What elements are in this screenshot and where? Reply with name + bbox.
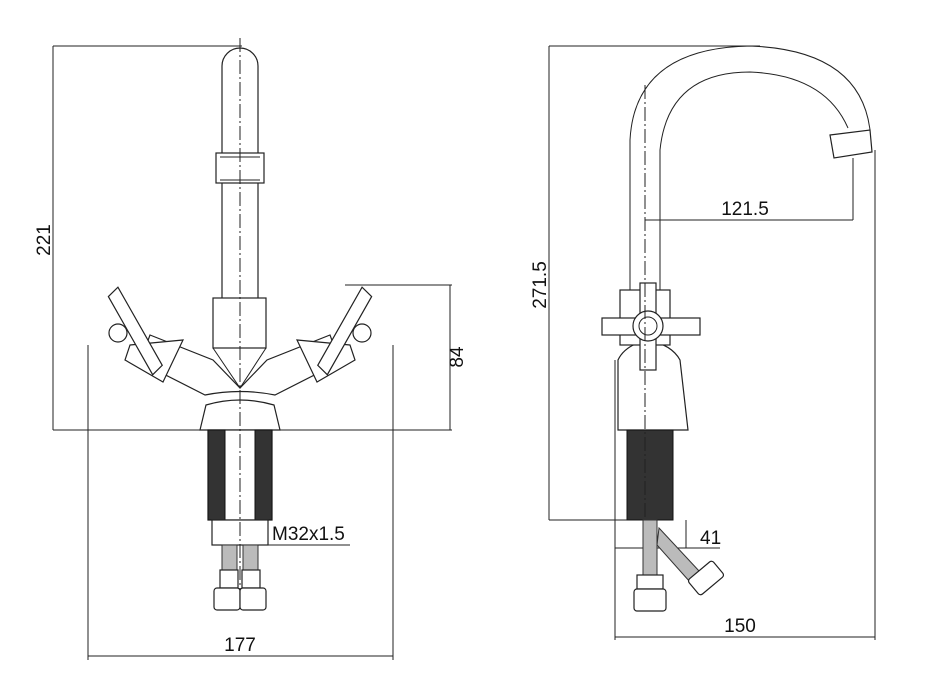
side-dimension-lines [548, 45, 876, 640]
right-handle [296, 286, 373, 383]
side-view: 271.5 121.5 41 150 [530, 45, 876, 640]
front-width-label: 177 [224, 635, 256, 656]
front-height-label: 221 [34, 224, 55, 256]
front-hoses [213, 544, 267, 611]
side-hoses [633, 519, 725, 612]
side-threaded-shank [626, 429, 674, 521]
front-handle-height-label: 84 [447, 346, 468, 368]
side-depth-label: 150 [724, 616, 756, 637]
side-reach-label: 121.5 [721, 199, 769, 220]
front-thread-label: M32x1.5 [272, 524, 345, 545]
side-spout [629, 45, 873, 290]
side-handle-cross [601, 282, 701, 371]
side-height-label: 271.5 [530, 261, 551, 309]
front-view: 221 84 177 M32x1.5 [34, 38, 468, 660]
side-hose-offset-label: 41 [700, 528, 721, 549]
left-handle [107, 286, 184, 383]
